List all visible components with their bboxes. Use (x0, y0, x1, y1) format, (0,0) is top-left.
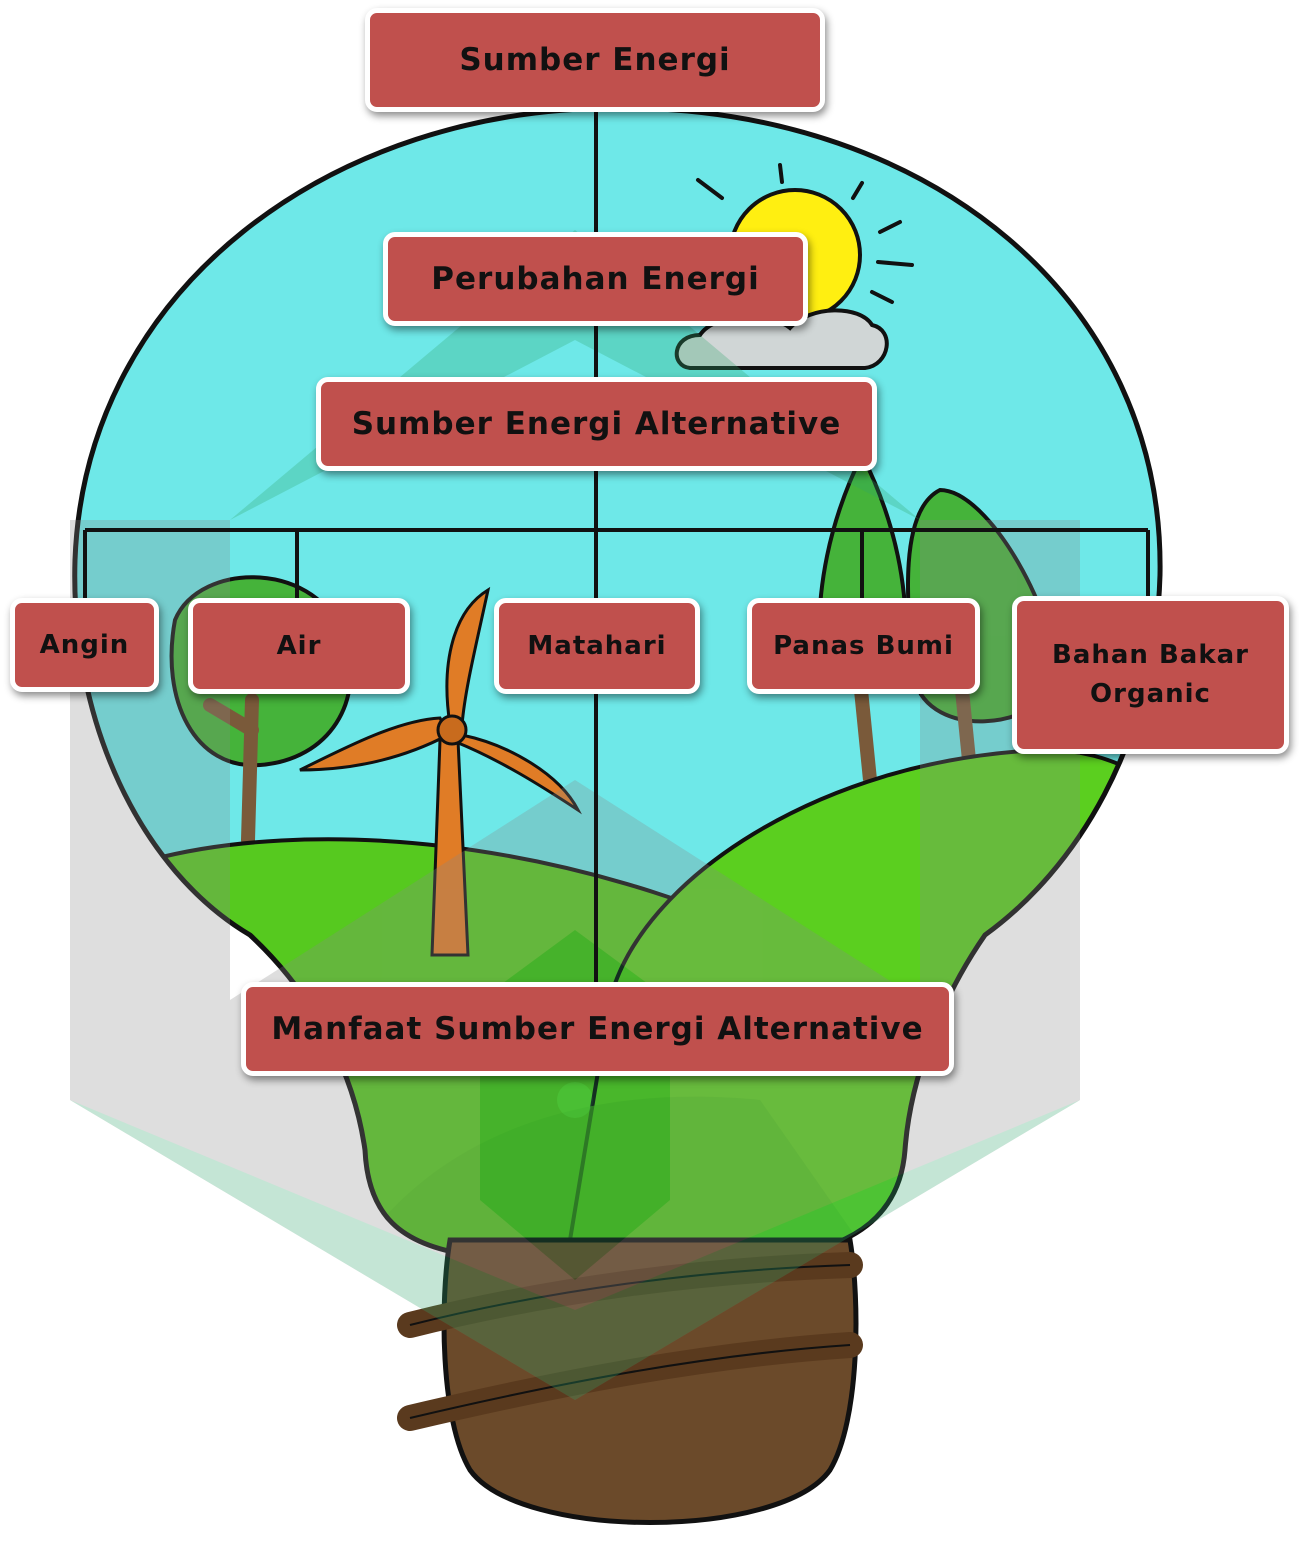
node-panas-bumi[interactable]: Panas Bumi (747, 598, 980, 694)
node-label: Bahan Bakar Organic (1052, 640, 1249, 709)
node-sumber-energi-alternative[interactable]: Sumber Energi Alternative (316, 377, 877, 471)
wind-turbine-icon (299, 586, 582, 957)
node-perubahan-energi[interactable]: Perubahan Energi (383, 232, 808, 326)
node-label: Sumber Energi (459, 41, 731, 78)
node-label: Perubahan Energi (431, 260, 760, 297)
node-manfaat-sumber-energi-alternative[interactable]: Manfaat Sumber Energi Alternative (241, 982, 954, 1076)
node-air[interactable]: Air (188, 598, 410, 694)
node-label: Air (276, 630, 322, 661)
node-label: Matahari (527, 630, 667, 661)
node-bahan-bakar-organic[interactable]: Bahan Bakar Organic (1012, 596, 1289, 754)
connector-lines (83, 112, 1150, 986)
node-angin[interactable]: Angin (10, 598, 159, 692)
node-label: Angin (39, 629, 130, 660)
node-label: Sumber Energi Alternative (351, 405, 842, 442)
node-sumber-energi[interactable]: Sumber Energi (365, 8, 825, 112)
node-label: Manfaat Sumber Energi Alternative (271, 1010, 924, 1047)
node-label: Panas Bumi (773, 630, 954, 661)
node-matahari[interactable]: Matahari (494, 598, 700, 694)
bulb-base (397, 1237, 863, 1525)
